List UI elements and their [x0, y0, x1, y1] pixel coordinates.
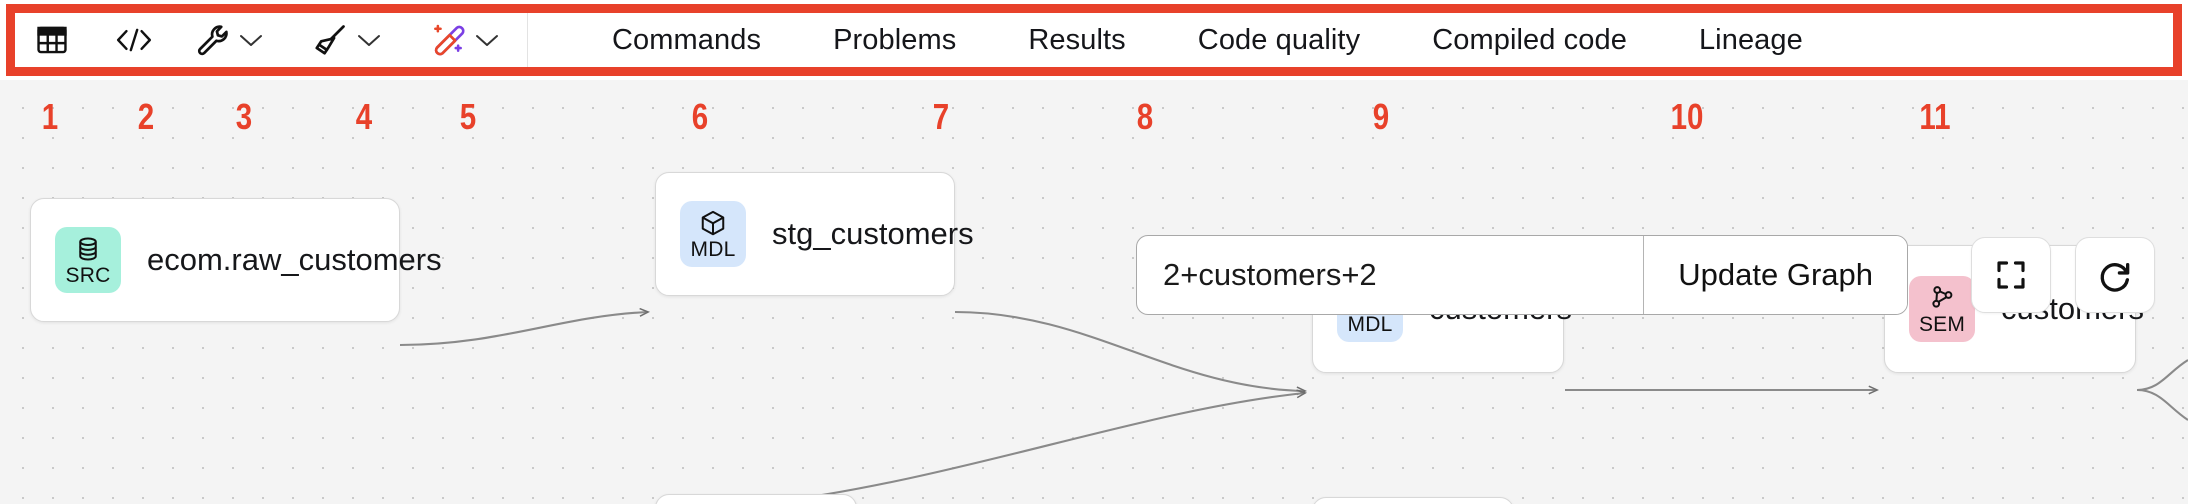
node-badge-sem: SEM [1909, 276, 1975, 342]
annotation-marker-6: 6 [691, 96, 709, 137]
node-badge-src: SRC [55, 227, 121, 293]
refresh-button[interactable] [2075, 237, 2155, 313]
node-badge-label: MDL [1347, 313, 1393, 336]
toolbar-icon-group [15, 13, 525, 67]
tab-code-quality[interactable]: Code quality [1197, 24, 1361, 56]
annotation-marker-3: 3 [235, 96, 253, 137]
toolbar: Commands Problems Results Code quality C… [0, 0, 2188, 80]
graph-node-stg-customers[interactable]: MDL stg_customers [655, 172, 974, 296]
graph-search-bar[interactable]: Update Graph [1136, 235, 1908, 315]
node-badge-label: SEM [1918, 313, 1966, 336]
magic-wand-icon[interactable] [429, 17, 467, 63]
annotation-marker-4: 4 [355, 96, 373, 137]
cube-icon [701, 210, 725, 236]
database-icon [79, 237, 97, 261]
fullscreen-icon [1997, 261, 2025, 289]
magic-chevron-down-icon[interactable] [467, 17, 507, 63]
annotation-marker-11: 11 [1919, 96, 1951, 137]
node-badge-mdl: MDL [680, 201, 746, 267]
graph-node-partial-right[interactable] [1312, 497, 1514, 504]
lineage-canvas[interactable]: Update Graph [0, 80, 2188, 504]
code-icon[interactable] [111, 17, 157, 63]
toolbar-divider [527, 13, 528, 67]
table-icon[interactable] [29, 17, 75, 63]
graph-edges [399, 80, 2188, 504]
tab-results[interactable]: Results [1028, 24, 1126, 56]
wrench-icon[interactable] [195, 17, 231, 63]
tab-commands[interactable]: Commands [612, 24, 762, 56]
annotation-marker-2: 2 [137, 96, 155, 137]
broom-icon[interactable] [311, 17, 349, 63]
update-graph-button[interactable]: Update Graph [1644, 236, 1907, 314]
graph-node-partial-left[interactable] [655, 494, 857, 504]
toolbar-tabs: Commands Problems Results Code quality C… [530, 13, 2173, 67]
annotation-marker-8: 8 [1136, 96, 1154, 137]
node-badge-label: MDL [690, 238, 736, 261]
search-input[interactable] [1137, 236, 1643, 314]
annotation-marker-5: 5 [459, 96, 477, 137]
annotation-marker-1: 1 [41, 96, 59, 137]
fullscreen-button[interactable] [1971, 237, 2051, 313]
annotation-marker-9: 9 [1372, 96, 1390, 137]
annotation-marker-10: 10 [1670, 96, 1704, 137]
node-label: stg_customers [772, 216, 974, 251]
graph-node-ecom-raw-customers[interactable]: SRC ecom.raw_customers [30, 198, 442, 322]
search-divider [1642, 236, 1645, 314]
wrench-chevron-down-icon[interactable] [231, 17, 271, 63]
tab-problems[interactable]: Problems [833, 24, 957, 56]
tab-compiled-code[interactable]: Compiled code [1432, 24, 1627, 56]
network-icon [1932, 286, 1953, 308]
tab-lineage[interactable]: Lineage [1698, 24, 1803, 56]
node-label: ecom.raw_customers [147, 242, 442, 277]
annotation-marker-7: 7 [932, 96, 950, 137]
refresh-icon [2100, 263, 2130, 292]
node-badge-label: SRC [65, 264, 111, 287]
broom-chevron-down-icon[interactable] [349, 17, 389, 63]
